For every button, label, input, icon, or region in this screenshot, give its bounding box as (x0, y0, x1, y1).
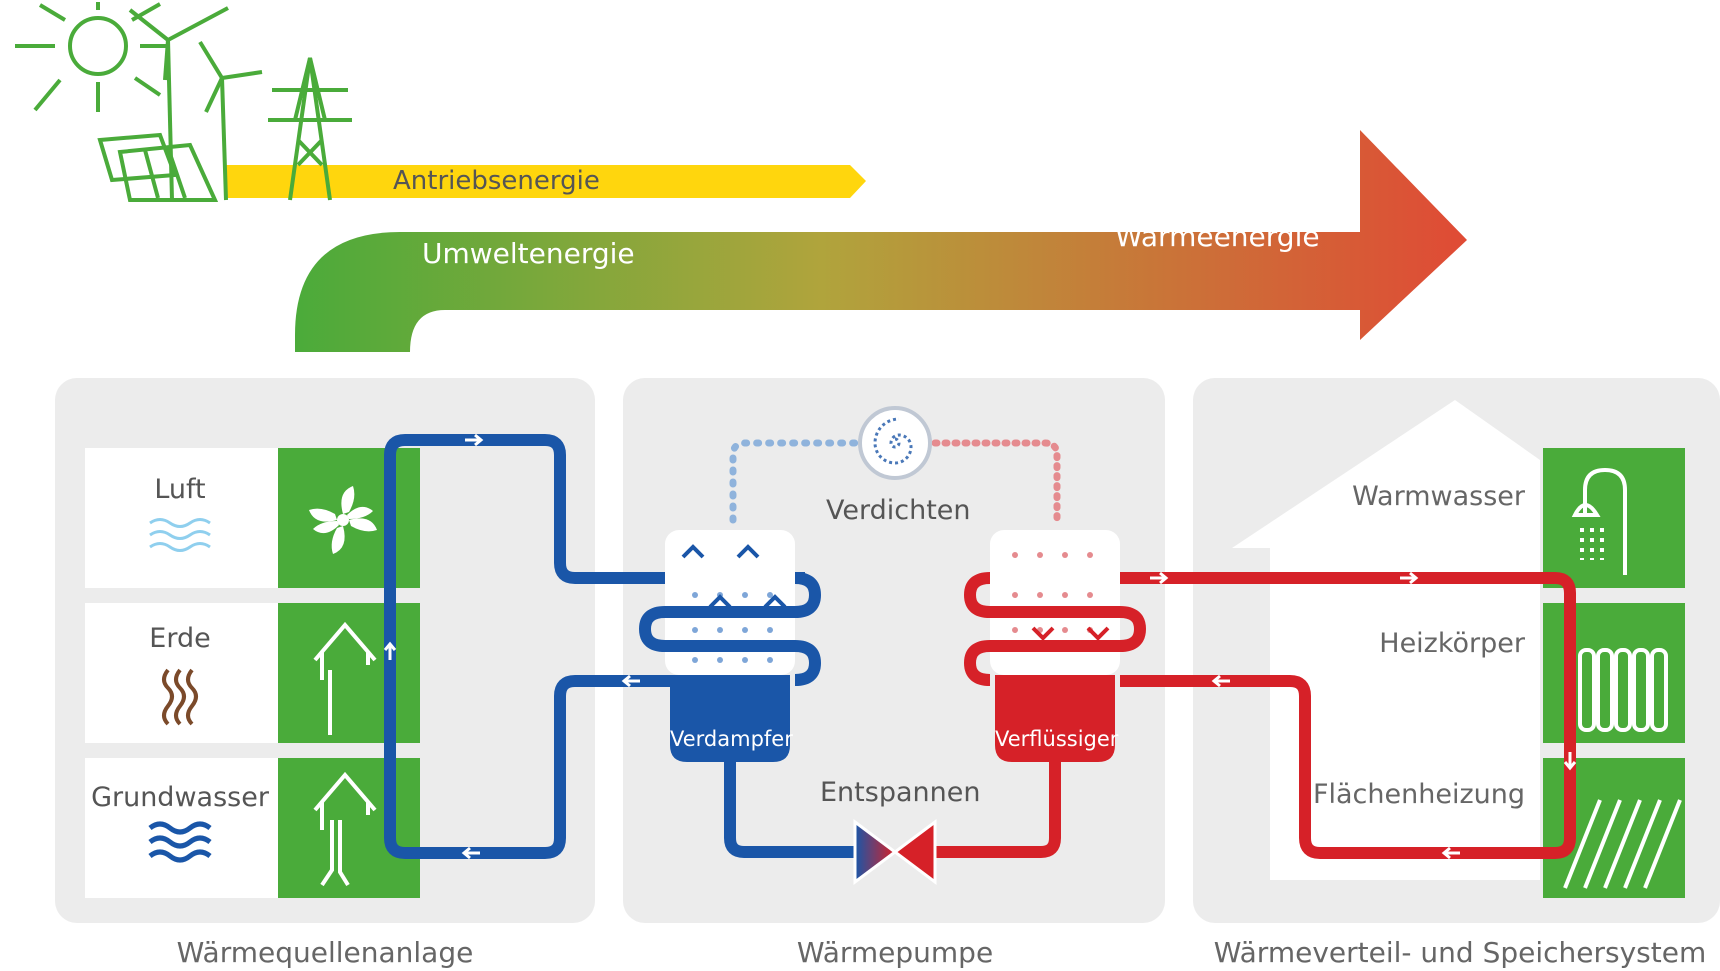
liquid-line-red (930, 762, 1061, 858)
source-label-groundwater: Grundwasser (91, 782, 269, 813)
solar-panel-icon (97, 132, 219, 202)
caption-heat-source: Wärmequellenanlage (176, 936, 474, 969)
source-row-air (85, 448, 420, 588)
sun-icon (15, 2, 170, 112)
dist-row-warm-water (1543, 448, 1685, 588)
evaporator-unit (638, 530, 822, 762)
radiator-icon (1578, 648, 1668, 732)
wind-turbine-icon (128, 6, 263, 201)
refrigerant-dotted-blue (729, 439, 869, 524)
dist-label-floor-heating: Flächenheizung (1312, 779, 1525, 810)
source-label-earth: Erde (149, 623, 211, 654)
expansion-valve-icon (853, 819, 937, 885)
flow-arrows (383, 433, 1577, 860)
source-label-air: Luft (154, 474, 206, 505)
caption-heat-pump: Wärmepumpe (796, 936, 994, 969)
shower-icon (1571, 467, 1627, 575)
power-pylon-icon (268, 57, 352, 201)
refrigerant-dotted-red (921, 439, 1061, 524)
house-probe-icon (313, 621, 377, 735)
caption-distribution: Wärmeverteil- und Speichersystem (1213, 936, 1707, 969)
heat-energy-label: Wärmeenergie (1115, 220, 1320, 253)
evaporator-label: Verdampfer (670, 727, 793, 751)
energy-flow-arrow (295, 130, 1467, 352)
house-well-icon (313, 771, 377, 887)
earth-waves-icon (162, 668, 198, 726)
expand-label: Entspannen (820, 777, 981, 808)
waves-icon (149, 518, 211, 552)
environment-energy-label: Umweltenergie (422, 237, 635, 270)
heat-pump-panel (623, 378, 1165, 923)
distribution-circuit-pipe (1120, 572, 1576, 859)
liquid-line-blue (724, 762, 862, 858)
drive-energy-label: Antriebsenergie (393, 166, 600, 196)
drive-energy-band (225, 165, 866, 198)
water-waves-icon (148, 821, 212, 863)
compressor-icon (858, 406, 932, 480)
floor-heating-icon (1563, 799, 1682, 889)
dist-label-radiator: Heizkörper (1379, 628, 1525, 659)
source-row-groundwater (85, 758, 420, 898)
source-row-earth (85, 603, 420, 743)
condenser-unit (963, 530, 1147, 762)
compress-label: Verdichten (826, 495, 971, 526)
condenser-label: Verflüssiger (995, 727, 1119, 751)
fan-icon (309, 486, 377, 554)
dist-label-warm-water: Warmwasser (1352, 481, 1525, 512)
